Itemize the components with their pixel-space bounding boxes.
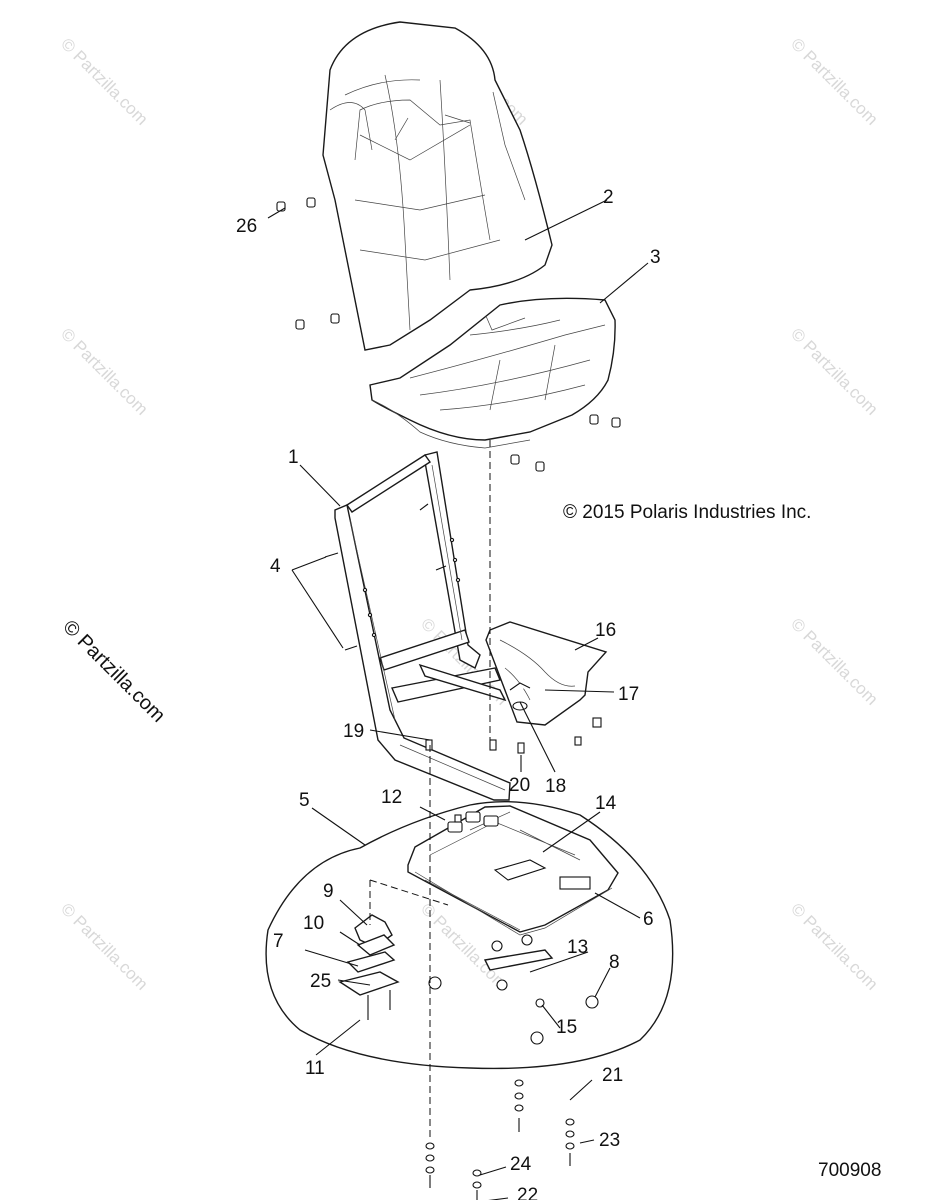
callout-6: 6	[643, 909, 654, 930]
callout-10: 10	[303, 913, 324, 934]
callout-16: 16	[595, 620, 616, 641]
callout-21: 21	[602, 1065, 623, 1086]
slider-rail	[407, 805, 619, 936]
callout-25: 25	[310, 971, 331, 992]
callout-22: 22	[517, 1185, 538, 1200]
callout-12: 12	[381, 787, 402, 808]
center-lines	[369, 440, 491, 1140]
callout-18: 18	[545, 776, 566, 797]
callout-8: 8	[609, 952, 620, 973]
watermark: © Partzilla.com	[57, 34, 151, 128]
slider-balloon	[265, 800, 674, 1070]
callout-20: 20	[509, 775, 530, 796]
callout-2: 2	[603, 187, 614, 208]
callout-7: 7	[273, 931, 284, 952]
callout-labels: 1 2 3 4 5 6 7 8 9 10 11 12 13 14 15 16 1…	[236, 187, 661, 1200]
bracket-16	[485, 621, 608, 746]
callout-23: 23	[599, 1130, 620, 1151]
diagram-code: 700908	[818, 1160, 881, 1181]
watermark: © Partzilla.com	[787, 34, 881, 128]
watermark: © Partzilla.com	[787, 614, 881, 708]
callout-4: 4	[270, 556, 281, 577]
callout-11: 11	[305, 1058, 325, 1079]
callout-19: 19	[343, 721, 364, 742]
callout-24: 24	[510, 1154, 532, 1175]
leader-lines	[267, 199, 649, 1200]
side-watermark: © Partzilla.com	[58, 616, 169, 727]
callout-15: 15	[556, 1017, 577, 1038]
callout-17: 17	[618, 684, 639, 705]
watermark: © Partzilla.com	[57, 899, 151, 993]
callout-26: 26	[236, 216, 257, 237]
slider-hardware	[338, 914, 599, 1045]
callout-3: 3	[650, 247, 661, 268]
watermark: © Partzilla.com	[787, 899, 881, 993]
watermark: © Partzilla.com	[57, 324, 151, 418]
callout-9: 9	[323, 881, 334, 902]
seat-nuts	[276, 197, 621, 472]
callout-14: 14	[595, 793, 617, 814]
seat-frame	[324, 451, 511, 801]
seat-cushion	[369, 297, 616, 449]
callout-1: 1	[288, 447, 299, 468]
lower-hardware	[425, 1079, 575, 1200]
watermark: © Partzilla.com	[787, 324, 881, 418]
callout-5: 5	[299, 790, 310, 811]
callout-13: 13	[567, 937, 588, 958]
seat-back	[322, 21, 553, 351]
copyright-text: © 2015 Polaris Industries Inc.	[563, 502, 811, 523]
frame-bolts	[425, 739, 525, 754]
